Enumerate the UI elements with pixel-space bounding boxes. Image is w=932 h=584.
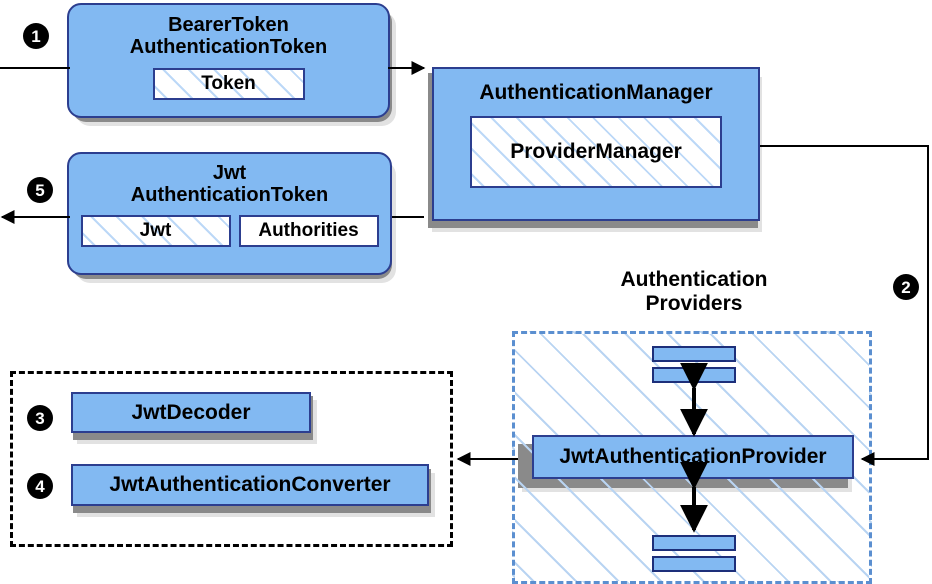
jwt-token-title-line1: Jwt [212,162,247,184]
step-marker-5: 5 [27,177,53,203]
slot-authorities: Authorities [238,214,379,247]
slot-jwt: Jwt [80,214,231,247]
authentication-providers-label-line1: Authentication [620,268,768,291]
authentication-manager-title: AuthenticationManager [479,81,713,104]
node-jwt-decoder[interactable]: JwtDecoder [71,392,311,433]
step-marker-4: 4 [27,473,53,499]
bearer-token-title-line2: AuthenticationToken [129,36,328,59]
jwt-authentication-converter-title: JwtAuthenticationConverter [109,473,391,497]
jwt-decoder-title: JwtDecoder [131,400,251,424]
provider-bar-bottom-1 [652,535,736,551]
provider-bar-bottom-2 [652,556,736,572]
slot-jwt-label: Jwt [139,219,172,241]
slot-provider-manager-label: ProviderManager [510,139,682,163]
slot-authorities-label: Authorities [258,219,359,241]
node-jwt-authentication-converter[interactable]: JwtAuthenticationConverter [71,464,429,506]
node-bearer-token-authentication-token[interactable]: BearerToken AuthenticationToken Token [67,3,390,118]
jwt-authentication-provider-title: JwtAuthenticationProvider [559,445,827,469]
node-authentication-manager[interactable]: AuthenticationManager ProviderManager [432,67,760,221]
slot-token: Token [152,67,305,100]
step-marker-2: 2 [893,274,919,300]
step-marker-3: 3 [27,405,53,431]
node-jwt-authentication-provider[interactable]: JwtAuthenticationProvider [532,435,854,479]
bearer-token-title-line1: BearerToken [168,14,289,36]
provider-bar-top-1 [652,346,736,362]
authentication-providers-label: Authentication Providers [560,268,828,315]
jwt-token-title-line2: AuthenticationToken [130,184,329,207]
node-jwt-authentication-token[interactable]: Jwt AuthenticationToken Jwt Authorities [67,152,392,275]
step-marker-1: 1 [23,23,49,49]
group-jwt-support-components [10,371,453,547]
provider-bar-top-2 [652,367,736,383]
slot-provider-manager: ProviderManager [470,115,722,188]
slot-token-label: Token [201,72,256,94]
authentication-providers-label-line2: Providers [645,291,743,315]
